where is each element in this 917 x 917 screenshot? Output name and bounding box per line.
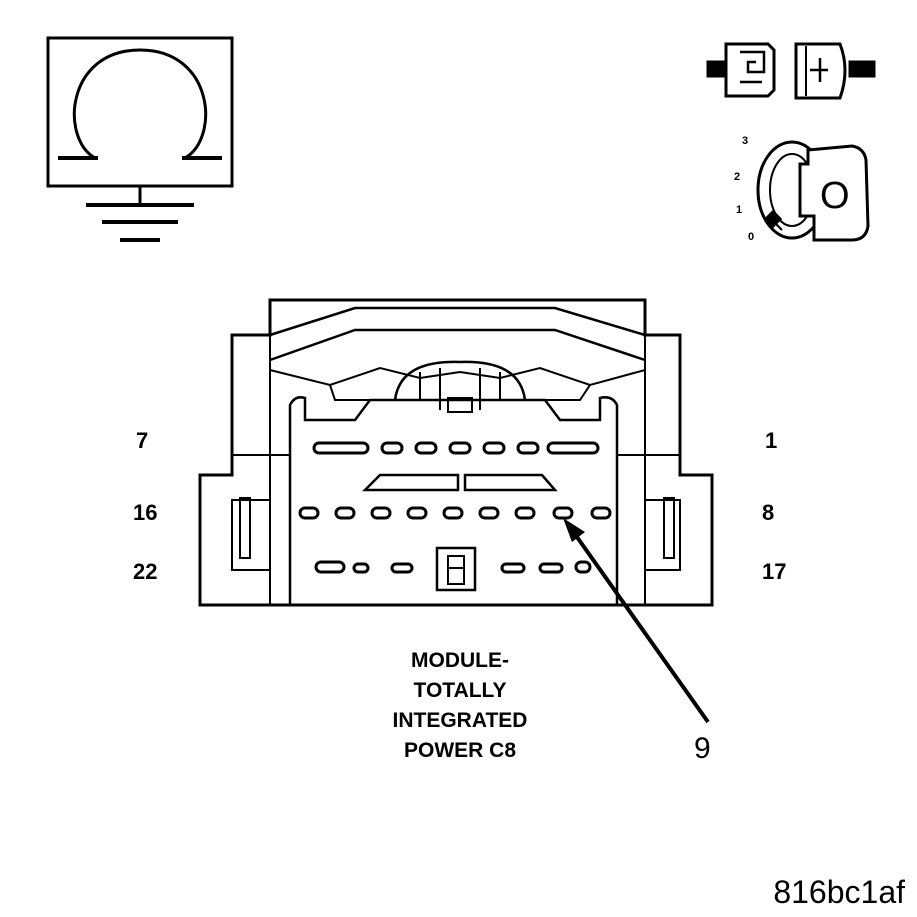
pin-label-22: 22 (133, 559, 158, 584)
ignition-position-3: 3 (742, 135, 749, 147)
pin-label-8: 8 (762, 500, 775, 525)
ignition-position-0: 0 (748, 231, 755, 243)
figure-id: 816bc1af (773, 874, 905, 910)
caption-line-3: INTEGRATED (392, 709, 528, 732)
caption-line-1: MODULE- (411, 649, 509, 672)
pin-callout-number: 9 (694, 732, 711, 765)
ignition-position-1: 1 (736, 204, 743, 216)
pin-cavities (298, 441, 612, 592)
ignition-key-icon (756, 140, 870, 242)
connector-body (198, 298, 714, 607)
ohm-ground-icon (46, 36, 234, 242)
pin-9-callout-arrow (563, 518, 710, 724)
ignition-key-letter: O (820, 175, 850, 217)
pin-label-16: 16 (133, 500, 158, 525)
connector-disconnect-icon (706, 42, 876, 100)
pin-label-17: 17 (762, 559, 787, 584)
connector-caption: MODULE- TOTALLY INTEGRATED POWER C8 (300, 646, 620, 766)
caption-line-4: POWER C8 (403, 739, 516, 762)
ignition-position-2: 2 (734, 171, 741, 183)
pin-label-7: 7 (136, 428, 149, 453)
pin-label-1: 1 (765, 428, 778, 453)
caption-line-2: TOTALLY (413, 679, 507, 702)
